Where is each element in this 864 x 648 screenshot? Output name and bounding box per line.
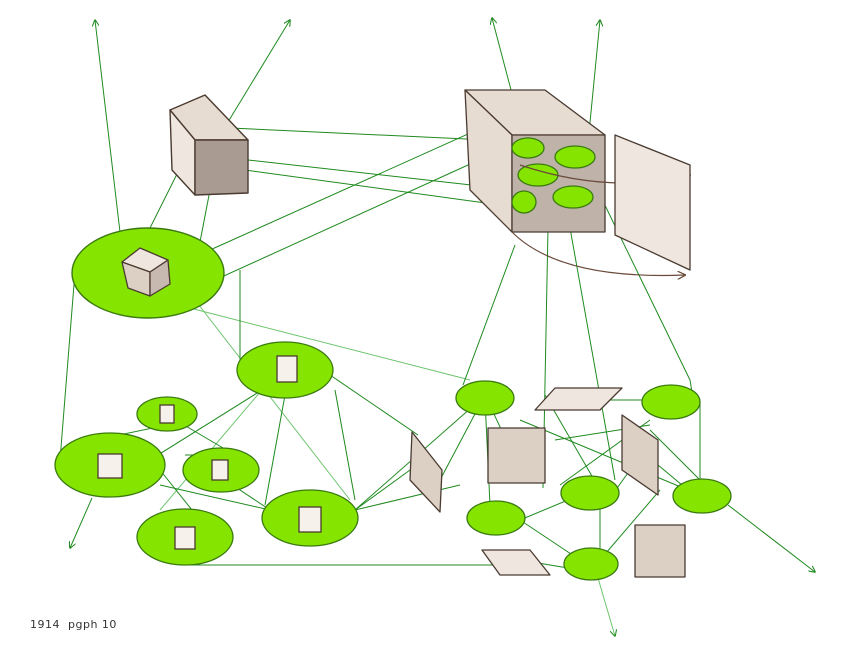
- link: [649, 429, 701, 481]
- top-right-box: [464, 89, 690, 275]
- arrow-icon: [727, 504, 815, 572]
- arrow-icon: [95, 20, 121, 233]
- link: [462, 244, 516, 386]
- arrow-icon: [227, 20, 290, 123]
- panel-icon: [621, 414, 659, 496]
- ellipse-node-icon: [54, 432, 166, 498]
- link: [334, 389, 356, 501]
- panel-icon: [614, 134, 691, 271]
- link: [244, 169, 501, 206]
- ellipse-node-icon: [560, 475, 620, 511]
- arrow-icon: [597, 577, 615, 636]
- ellipse-node-icon: [136, 396, 198, 432]
- arrow-icon: [70, 497, 93, 548]
- panel-icon: [534, 387, 623, 411]
- link: [247, 159, 499, 189]
- signature-year: 1914: [30, 618, 60, 631]
- panel-icon: [481, 549, 551, 576]
- link: [209, 124, 489, 251]
- large-ellipse-node: [71, 227, 225, 319]
- page-label: pgph 10: [68, 618, 117, 631]
- link: [199, 189, 211, 243]
- link: [159, 484, 271, 511]
- link: [229, 127, 489, 141]
- link: [194, 299, 351, 501]
- link: [354, 469, 411, 511]
- ellipse-node-icon: [261, 489, 359, 547]
- link: [599, 489, 661, 561]
- ellipse-nodes-left: [54, 341, 359, 566]
- panel-icon: [487, 427, 546, 484]
- ellipse-node-icon: [466, 500, 526, 536]
- ellipse-node-icon: [672, 478, 732, 514]
- link: [264, 394, 286, 506]
- link: [329, 374, 419, 436]
- panel-icon: [634, 524, 686, 578]
- link: [354, 484, 461, 511]
- ellipse-node-icon: [182, 447, 260, 493]
- artist-signature: 1914 pgph 10: [30, 618, 117, 631]
- link: [544, 394, 601, 491]
- top-cube: [169, 94, 249, 196]
- ellipse-node-icon: [236, 341, 334, 399]
- link: [59, 271, 76, 461]
- link: [569, 227, 616, 481]
- link: [519, 419, 701, 496]
- lower-right-cluster: [409, 380, 732, 581]
- panel-icon: [409, 431, 443, 513]
- cube-icon: [121, 247, 171, 297]
- ellipse-node-icon: [641, 384, 701, 420]
- ellipse-node-icon: [136, 508, 234, 566]
- ellipse-node-icon: [455, 380, 515, 416]
- ellipse-node-icon: [563, 547, 619, 581]
